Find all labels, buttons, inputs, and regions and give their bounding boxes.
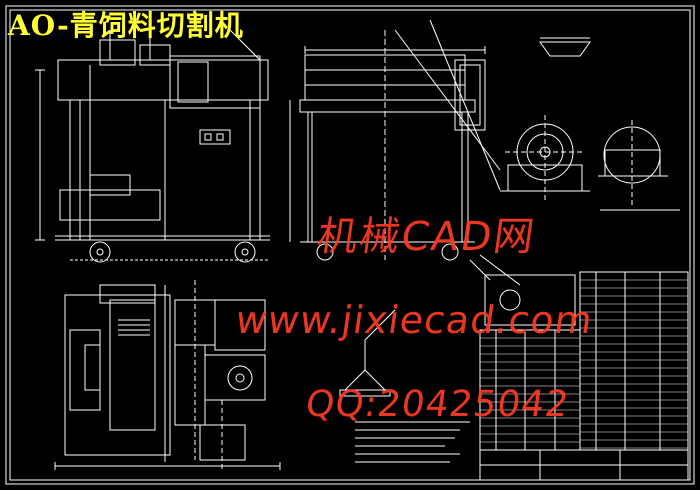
cutter-side-view <box>598 120 680 211</box>
bracket-detail <box>339 309 396 397</box>
hopper-detail <box>539 37 591 57</box>
drawing-title: AO-青饲料切割机 <box>8 9 244 42</box>
watermark-url: www.jixiecad.com <box>232 298 596 342</box>
parts-list-rows <box>480 279 688 449</box>
side-elevation-view <box>35 29 270 263</box>
technical-notes-lines <box>355 421 470 463</box>
watermark-site-name: 机械CAD网 <box>314 214 539 260</box>
title-block <box>479 449 689 481</box>
cutter-section-view <box>500 115 590 200</box>
part-detail <box>469 254 576 326</box>
sheet-border <box>5 5 695 485</box>
plan-view <box>54 280 281 470</box>
inner-border <box>9 9 691 481</box>
watermark-qq: QQ:20425042 <box>303 384 572 425</box>
front-elevation-view <box>289 19 501 261</box>
